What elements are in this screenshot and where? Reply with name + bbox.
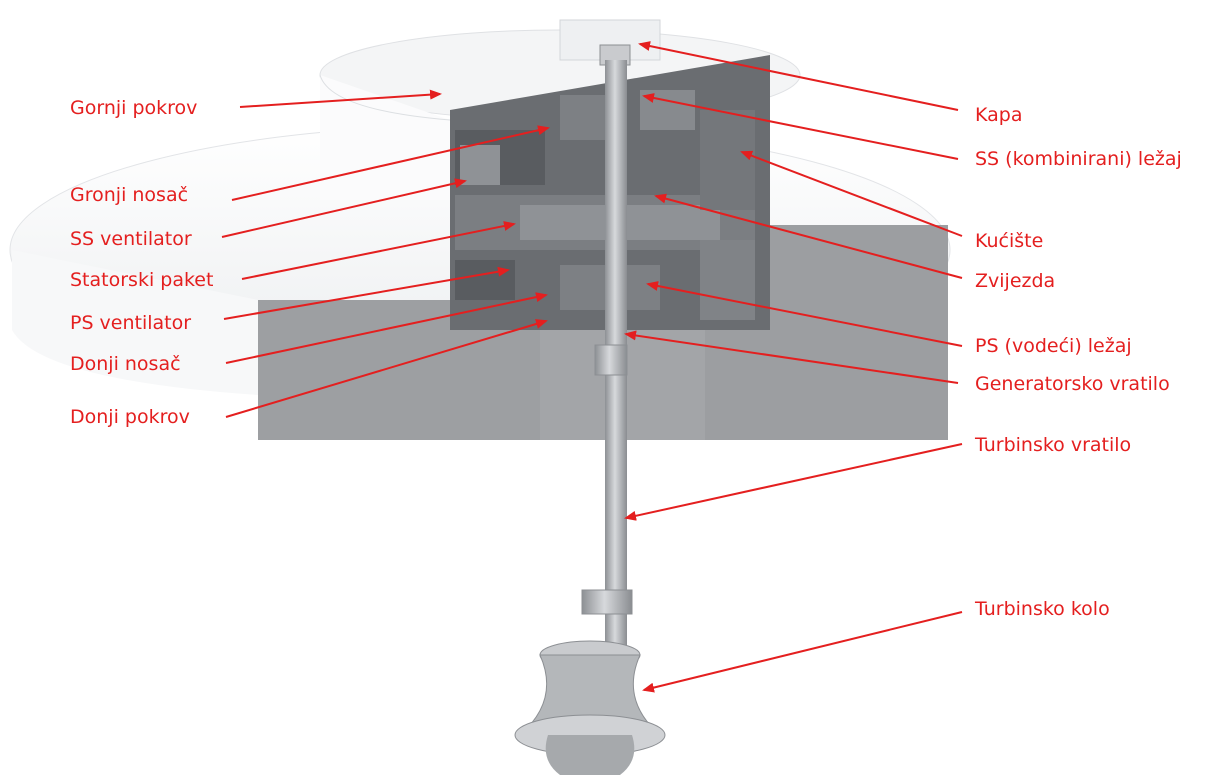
label-zvijezda: Zvijezda [975,270,1056,292]
arrow-gronji-nosac [231,125,550,201]
arrow-generatorsko-vratilo [624,330,959,384]
arrow-ps-ventilator [223,266,510,320]
label-donji-pokrov: Donji pokrov [70,406,190,428]
arrow-turbinsko-kolo [642,611,963,693]
label-gronji-nosac: Gronji nosač [70,184,189,206]
label-kapa: Kapa [975,104,1023,126]
arrow-donji-pokrov [225,319,548,418]
arrow-turbinsko-vratilo [624,443,963,521]
arrows-left [221,89,550,418]
label-gornji-pokrov: Gornji pokrov [70,97,198,119]
arrow-ss-lezaj [642,93,959,160]
arrow-donji-nosac [225,292,548,364]
label-generatorsko-vratilo: Generatorsko vratilo [975,373,1170,395]
label-kuciste: Kućište [975,230,1044,252]
label-statorski-paket: Statorski paket [70,269,214,291]
shaft [581,44,633,660]
label-ps-lezaj: PS (vodeći) ležaj [975,335,1132,357]
arrow-gornji-pokrov [239,89,442,108]
label-turbinsko-kolo: Turbinsko kolo [975,598,1110,620]
turbine-runner [514,640,666,775]
arrows-right [624,41,963,693]
arrow-kuciste [740,150,963,237]
arrow-kapa [638,41,959,111]
label-turbinsko-vratilo: Turbinsko vratilo [975,434,1132,456]
arrow-statorski-paket [241,221,516,280]
label-ss-ventilator: SS ventilator [70,228,192,250]
arrow-ps-lezaj [646,281,963,347]
arrow-ss-ventilator [221,178,467,238]
label-ps-ventilator: PS ventilator [70,312,192,334]
label-ss-lezaj: SS (kombinirani) ležaj [975,148,1182,170]
label-donji-nosac: Donji nosač [70,353,181,375]
arrow-zvijezda [654,193,963,279]
